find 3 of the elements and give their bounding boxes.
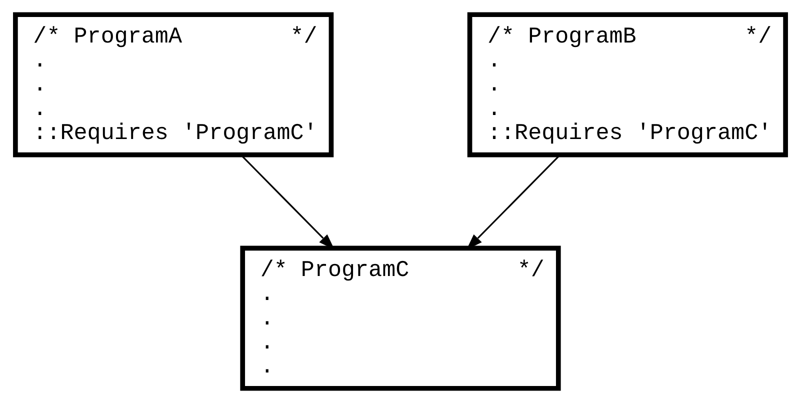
node-box: /* ProgramB */ . . . ::Requires 'ProgramC' bbox=[467, 12, 788, 158]
node-box: /* ProgramC */ . . . . bbox=[240, 246, 561, 391]
node-box: /* ProgramA */ . . . ::Requires 'ProgramC' bbox=[13, 12, 334, 158]
